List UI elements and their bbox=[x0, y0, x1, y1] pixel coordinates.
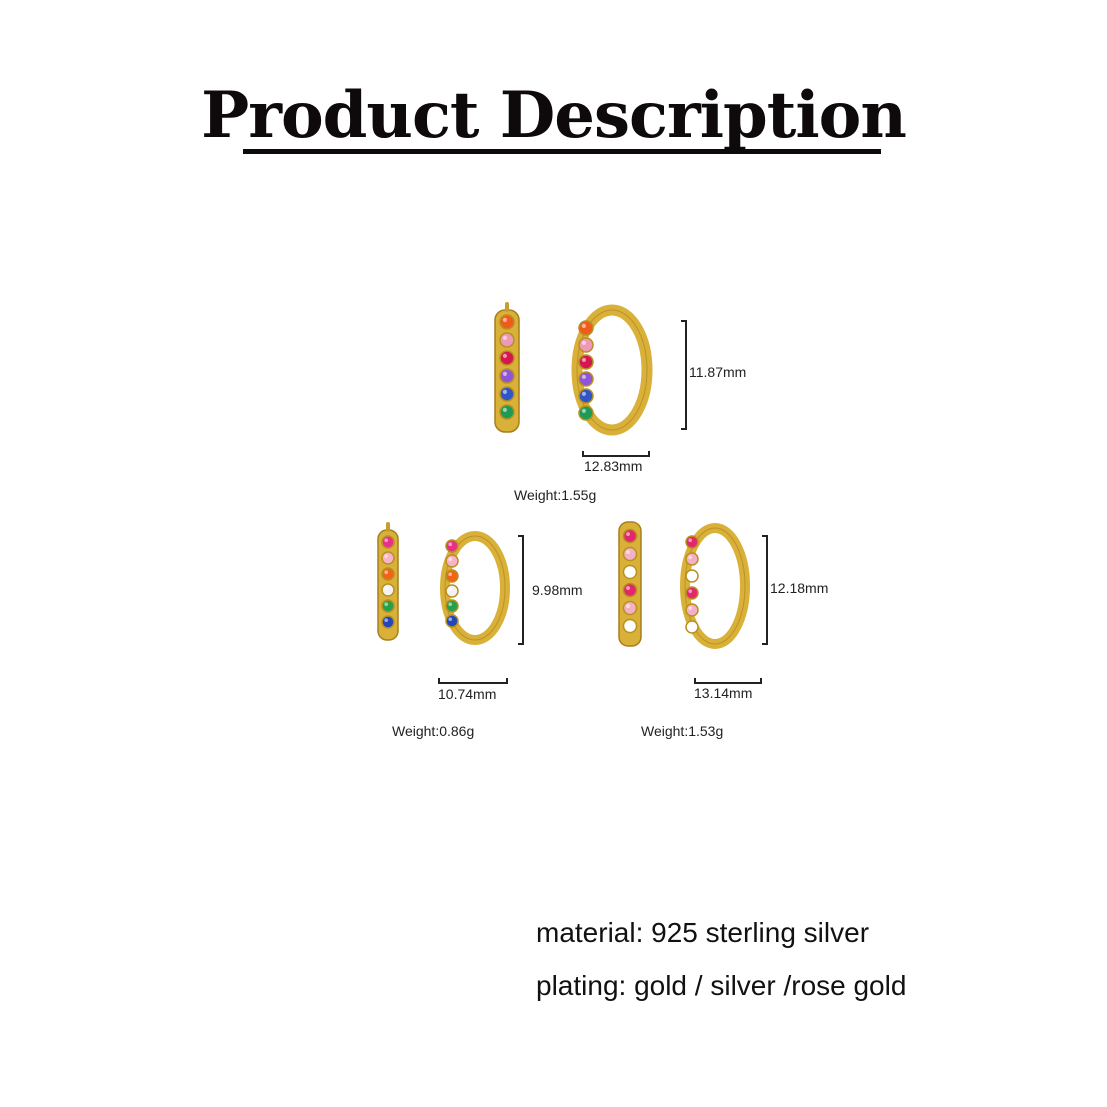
gemstone-highlight bbox=[688, 623, 692, 627]
gemstone-highlight bbox=[502, 371, 507, 376]
gemstone bbox=[381, 615, 395, 629]
gemstone-highlight bbox=[502, 407, 507, 412]
gemstone-highlight bbox=[502, 353, 507, 358]
gemstone bbox=[445, 539, 459, 553]
gemstone-highlight bbox=[448, 572, 452, 576]
width-dimension-1 bbox=[582, 451, 650, 457]
gemstone-highlight bbox=[688, 589, 692, 593]
weight-label-1: Weight:1.55g bbox=[514, 487, 597, 503]
gemstone-highlight bbox=[448, 557, 452, 561]
gemstone-highlight bbox=[688, 555, 692, 559]
gemstone bbox=[685, 620, 699, 634]
gemstone bbox=[445, 554, 459, 568]
height-label-1: 11.87mm bbox=[689, 364, 747, 380]
gemstone-highlight bbox=[384, 586, 388, 590]
gemstone-highlight bbox=[384, 554, 388, 558]
gemstone bbox=[499, 368, 515, 384]
product-1-image bbox=[490, 300, 660, 440]
width-label-3: 13.14mm bbox=[694, 685, 753, 701]
gemstone bbox=[622, 546, 638, 562]
gemstone-highlight bbox=[581, 408, 586, 413]
gemstone-highlight bbox=[581, 391, 586, 396]
gemstone-highlight bbox=[448, 602, 452, 606]
gemstone-highlight bbox=[384, 618, 388, 622]
gemstone bbox=[381, 551, 395, 565]
gemstone bbox=[622, 600, 638, 616]
gemstone bbox=[578, 320, 594, 336]
title-underline bbox=[243, 149, 881, 154]
earring-post bbox=[505, 302, 509, 312]
gemstone bbox=[381, 567, 395, 581]
gemstone bbox=[622, 618, 638, 634]
width-label-2: 10.74mm bbox=[438, 686, 497, 702]
gemstone bbox=[622, 528, 638, 544]
gemstone-highlight bbox=[448, 587, 452, 591]
gemstone bbox=[685, 552, 699, 566]
height-label-2: 9.98mm bbox=[532, 582, 583, 598]
earring-pair-2 bbox=[377, 522, 510, 645]
gemstone-highlight bbox=[626, 568, 630, 572]
gemstone-highlight bbox=[626, 532, 630, 536]
gemstone-highlight bbox=[581, 323, 586, 328]
gemstone-highlight bbox=[502, 335, 507, 340]
earring-post bbox=[386, 522, 390, 532]
gemstone-highlight bbox=[688, 572, 692, 576]
plating-text: plating: gold / silver /rose gold bbox=[536, 970, 907, 1001]
width-label-1: 12.83mm bbox=[584, 458, 643, 474]
material-text: material: 925 sterling silver bbox=[536, 917, 870, 948]
gemstone-highlight bbox=[384, 538, 388, 542]
gemstone bbox=[499, 350, 515, 366]
height-dimension-3 bbox=[762, 535, 768, 645]
gemstone-highlight bbox=[581, 340, 586, 345]
gemstone bbox=[499, 332, 515, 348]
gemstone bbox=[622, 582, 638, 598]
gemstone bbox=[499, 314, 515, 330]
gemstone bbox=[578, 354, 594, 370]
page-title: Product Description bbox=[201, 78, 907, 153]
gemstone bbox=[499, 386, 515, 402]
weight-label-2: Weight:0.86g bbox=[392, 723, 475, 739]
gemstone bbox=[685, 535, 699, 549]
gemstone-highlight bbox=[688, 606, 692, 610]
earring-pair-3 bbox=[618, 521, 750, 649]
weight-label-3: Weight:1.53g bbox=[641, 723, 724, 739]
gemstone-highlight bbox=[581, 374, 586, 379]
gemstone-highlight bbox=[626, 586, 630, 590]
gemstone-highlight bbox=[384, 602, 388, 606]
gemstone-highlight bbox=[448, 617, 452, 621]
gemstone bbox=[499, 404, 515, 420]
gemstone-highlight bbox=[626, 604, 630, 608]
width-dimension-3 bbox=[694, 678, 762, 684]
gemstone-highlight bbox=[384, 570, 388, 574]
gemstone bbox=[445, 584, 459, 598]
height-dimension-2 bbox=[518, 535, 524, 645]
gemstone bbox=[578, 388, 594, 404]
gemstone bbox=[578, 337, 594, 353]
gemstone bbox=[578, 405, 594, 421]
gemstone-highlight bbox=[448, 542, 452, 546]
product-2-image bbox=[370, 520, 510, 650]
gemstone-highlight bbox=[626, 550, 630, 554]
gemstone bbox=[622, 564, 638, 580]
gemstone bbox=[685, 569, 699, 583]
gemstone-highlight bbox=[581, 357, 586, 362]
height-label-3: 12.18mm bbox=[770, 580, 829, 596]
gemstone bbox=[578, 371, 594, 387]
gemstone bbox=[445, 614, 459, 628]
gemstone-highlight bbox=[626, 622, 630, 626]
gemstone bbox=[381, 583, 395, 597]
gemstone-highlight bbox=[502, 389, 507, 394]
height-dimension-1 bbox=[681, 320, 687, 430]
gemstone bbox=[685, 603, 699, 617]
gemstone bbox=[381, 535, 395, 549]
gemstone bbox=[381, 599, 395, 613]
earring-pair-1 bbox=[494, 302, 653, 436]
gemstone bbox=[445, 599, 459, 613]
width-dimension-2 bbox=[438, 678, 508, 684]
product-3-image bbox=[615, 518, 755, 653]
gemstone-highlight bbox=[688, 538, 692, 542]
gemstone bbox=[685, 586, 699, 600]
gemstone bbox=[445, 569, 459, 583]
gemstone-highlight bbox=[502, 317, 507, 322]
